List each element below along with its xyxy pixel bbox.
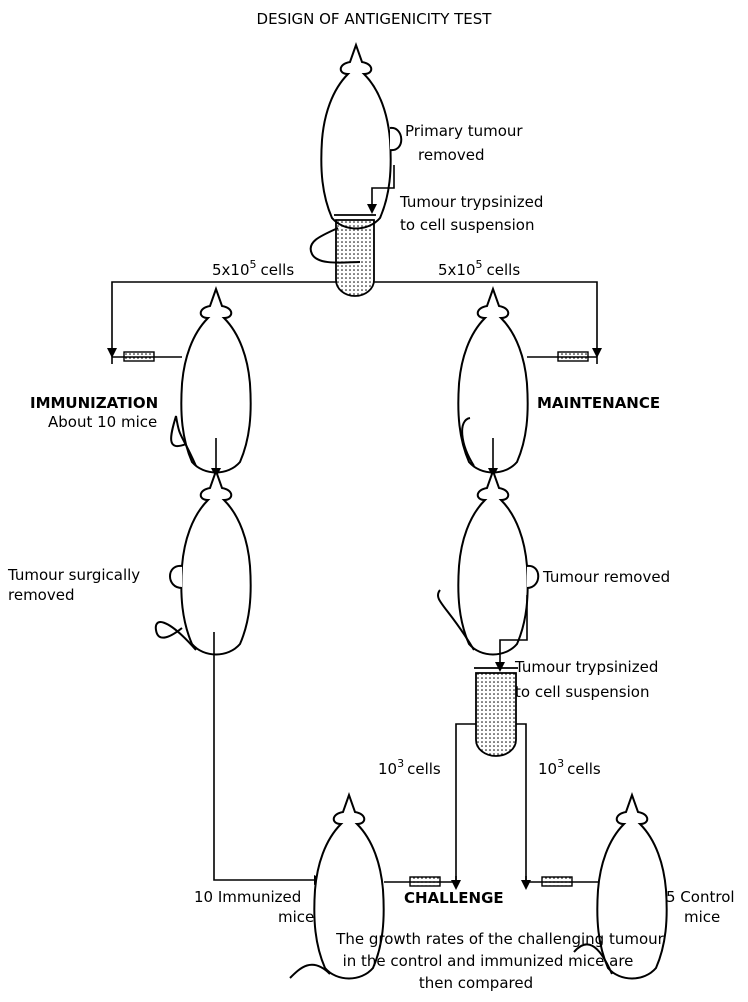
label-control-mice-2: mice <box>684 908 720 926</box>
mouse-control <box>574 795 667 979</box>
label-immunized-mice-1: 10 Immunized <box>194 888 301 906</box>
label-about-mice: About 10 mice <box>48 413 157 431</box>
label-challenge: CHALLENGE <box>404 889 504 907</box>
syringe-maintenance <box>527 350 597 364</box>
branch-challenge-left <box>456 724 476 882</box>
label-surgically-2: removed <box>8 586 74 604</box>
label-trypsinized-1a: Tumour trypsinized <box>399 193 543 211</box>
label-tumour-removed: Tumour removed <box>542 568 670 586</box>
test-tube-2 <box>474 668 518 756</box>
mouse-surgery <box>156 471 251 655</box>
label-control-mice-1: 5 Control <box>666 888 735 906</box>
mouse-immunization <box>171 289 251 473</box>
mouse-tumour-removed <box>438 471 538 655</box>
label-primary-tumour-2: removed <box>418 146 484 164</box>
conclusion-line-2: in the control and immunized mice are <box>343 952 634 970</box>
syringe-challenge-left <box>384 876 456 888</box>
mouse-immunized <box>290 795 384 979</box>
label-maintenance: MAINTENANCE <box>537 394 660 412</box>
test-tube-1 <box>334 215 376 296</box>
label-trypsinized-1b: to cell suspension <box>400 216 534 234</box>
syringe-challenge-right <box>526 876 598 888</box>
conclusion-line-3: then compared <box>419 974 533 992</box>
syringe-immunization <box>112 350 182 364</box>
label-trypsinized-2a: Tumour trypsinized <box>514 658 658 676</box>
conclusion-line-1: The growth rates of the challenging tumo… <box>335 930 664 948</box>
label-surgically-1: Tumour surgically <box>7 566 140 584</box>
label-trypsinized-2b: to cell suspension <box>515 683 649 701</box>
label-immunized-mice-2: mice <box>278 908 314 926</box>
label-primary-tumour-1: Primary tumour <box>405 122 523 140</box>
diagram-title: DESIGN OF ANTIGENICITY TEST <box>257 10 493 28</box>
branch-challenge-right <box>516 724 526 882</box>
label-immunization: IMMUNIZATION <box>30 394 158 412</box>
line-immunized-path <box>214 632 316 880</box>
